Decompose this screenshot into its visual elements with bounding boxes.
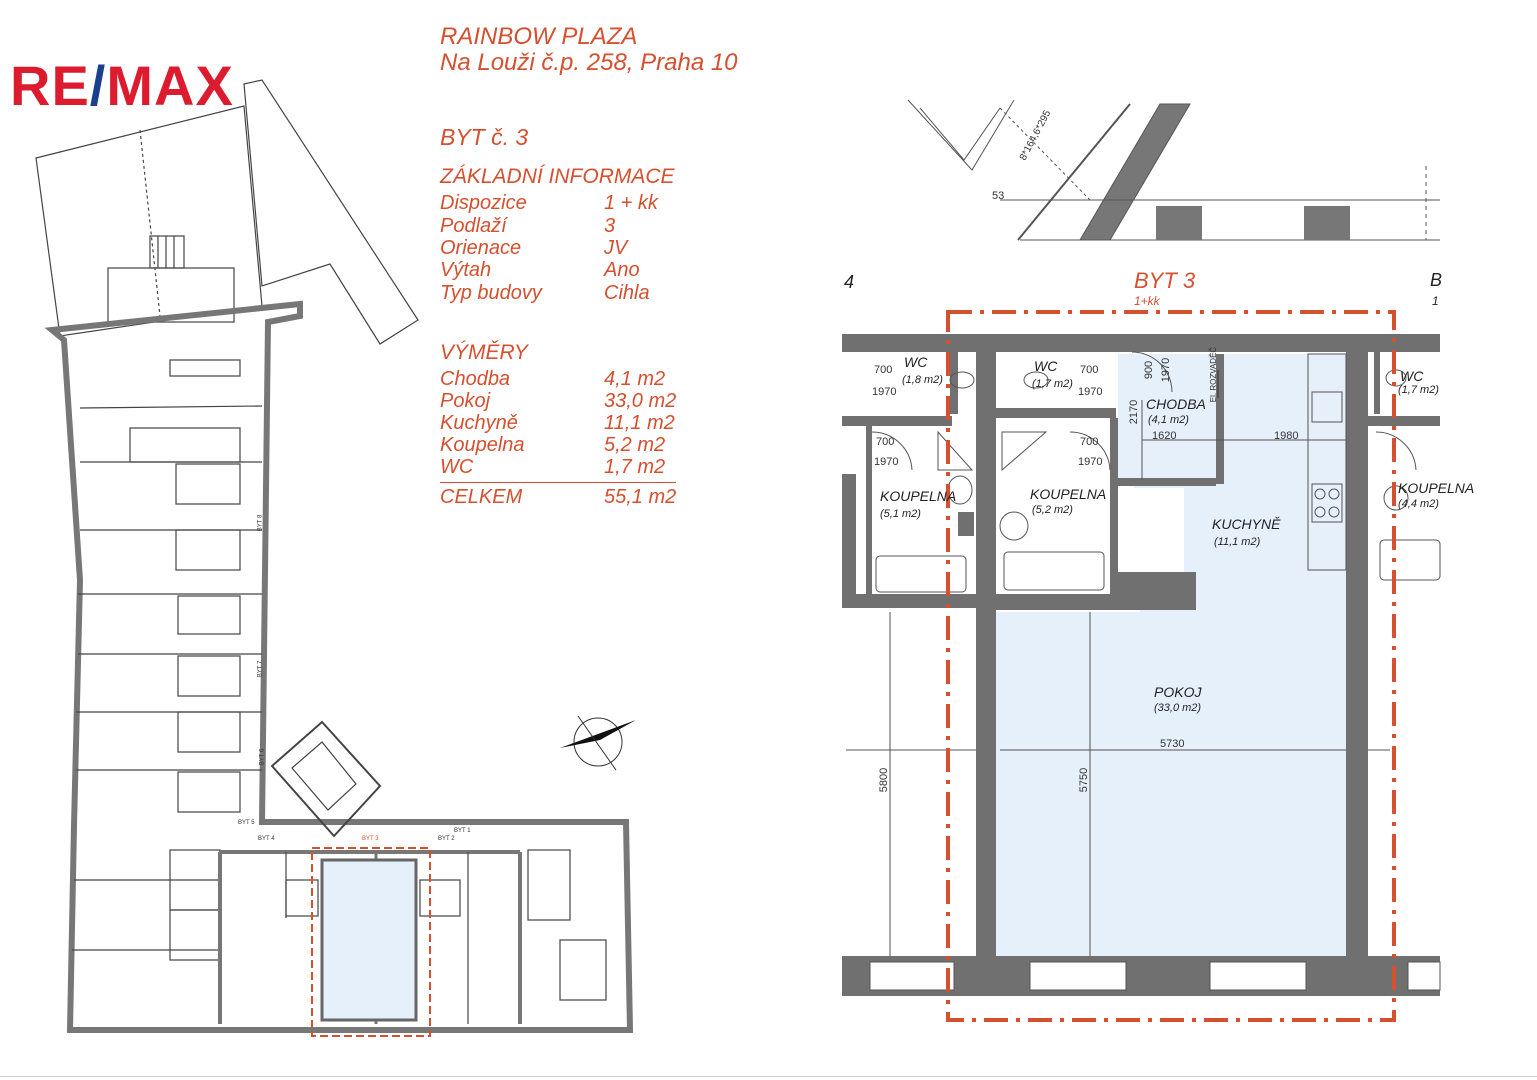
info-label: Typ budovy [440,282,542,304]
room-area: (4,1 m2) [1148,414,1189,426]
info-value: JV [604,237,628,259]
dim-label: 700 [1080,436,1099,448]
info-value: 1 + kk [604,192,658,214]
project-header: RAINBOW PLAZA Na Louži č.p. 258, Praha 1… [440,24,738,76]
stair-number: 53 [992,190,1005,202]
stair-dim-label: 8*164,6*295 [1017,108,1054,163]
area-label: Kuchyně [440,412,518,434]
room-area: (5,1 m2) [880,508,921,520]
dim-label: 5750 [1078,767,1091,793]
remax-logo: RE/MAX [10,58,234,114]
area-label: Koupelna [440,434,525,456]
total-label: CELKEM [440,486,523,508]
dim-label: 700 [1080,364,1099,376]
areas-heading: VÝMĚRY [440,341,528,364]
info-value: 3 [604,215,616,237]
room-area: (1,8 m2) [902,374,943,386]
neighbor-right-sub: 1 [1432,294,1439,308]
info-label: Orienace [440,237,522,259]
page-bottom-divider [0,1076,1537,1077]
el-rozvadec-label: El. ROZVADĚČ [1209,346,1219,403]
detail-plan-drawing [842,99,1441,1022]
dim-label: 2170 [1128,399,1141,425]
site-label-byt8: BYT 8 [257,514,264,532]
room-area: (1,7 m2) [1032,378,1073,390]
dim-label: 1970 [872,386,897,398]
logo-slash: / [89,54,107,117]
room-name: WC [1034,358,1058,374]
neighbor-right-label: B [1430,270,1443,290]
logo-re: RE [10,54,90,117]
room-area: (33,0 m2) [1154,702,1202,714]
area-label: WC [440,456,474,478]
dim-label: 1970 [1160,357,1173,383]
room-name: WC [904,354,928,370]
area-label: Chodba [440,368,511,390]
apartment-title: BYT č. 3 [440,124,529,150]
info-label: Dispozice [440,192,527,214]
area-value: 11,1 m2 [604,412,675,434]
dim-label: 1970 [1078,456,1103,468]
site-plan-byt3-outline [311,847,431,1037]
room-name: WC [1400,368,1424,384]
dim-label: 5800 [878,767,891,793]
dim-label: 700 [876,436,895,448]
dim-label: 900 [1143,360,1156,380]
dim-label: 1970 [1078,386,1103,398]
area-value: 4,1 m2 [604,368,666,390]
compass-icon [560,715,636,771]
info-value: Ano [604,259,640,281]
dim-label: 1980 [1274,430,1299,442]
basic-info-heading: ZÁKLADNÍ INFORMACE [440,165,675,188]
detail-unit-label: BYT 3 [1134,268,1196,293]
info-label: Výtah [440,259,492,281]
project-name: RAINBOW PLAZA [440,23,638,50]
site-plan-byt3-highlight [320,858,418,1022]
room-name: POKOJ [1154,684,1202,700]
dim-label: 700 [874,364,893,376]
room-name: KOUPELNA [1030,486,1107,502]
neighbor-left-label: 4 [844,272,855,292]
room-area: (11,1 m2) [1214,536,1261,548]
room-area: (1,7 m2) [1398,384,1439,396]
info-label: Podlaží [440,215,507,237]
dim-label: 1620 [1152,430,1177,442]
logo-max: MAX [106,54,234,117]
room-area: (5,2 m2) [1032,504,1073,516]
room-name: KOUPELNA [880,488,957,504]
area-value: 5,2 m2 [604,434,666,456]
project-address: Na Louži č.p. 258, Praha 10 [440,49,738,76]
site-label-byt5: BYT 5 [238,820,255,826]
site-label-byt2: BYT 2 [438,836,455,842]
total-value: 55,1 m2 [604,486,677,508]
room-area: (4,4 m2) [1398,498,1439,510]
detail-unit-sub: 1+kk [1134,294,1160,308]
site-label-byt7: BYT 7 [257,660,264,678]
dim-label: 5730 [1160,738,1185,750]
info-value: Cihla [604,282,650,304]
room-name: CHODBA [1146,396,1206,412]
site-label-byt6: BYT 6 [259,748,266,766]
total-divider [440,482,676,483]
site-label-byt4: BYT 4 [258,836,275,842]
area-value: 1,7 m2 [604,456,666,478]
site-plan-drawing [35,79,634,1033]
room-name: KOUPELNA [1398,480,1475,496]
site-label-byt3: BYT 3 [362,836,379,842]
room-name: KUCHYNĚ [1212,516,1281,532]
site-label-byt1: BYT 1 [454,828,471,834]
area-label: Pokoj [440,390,491,412]
area-value: 33,0 m2 [604,390,677,412]
dim-label: 1970 [874,456,899,468]
